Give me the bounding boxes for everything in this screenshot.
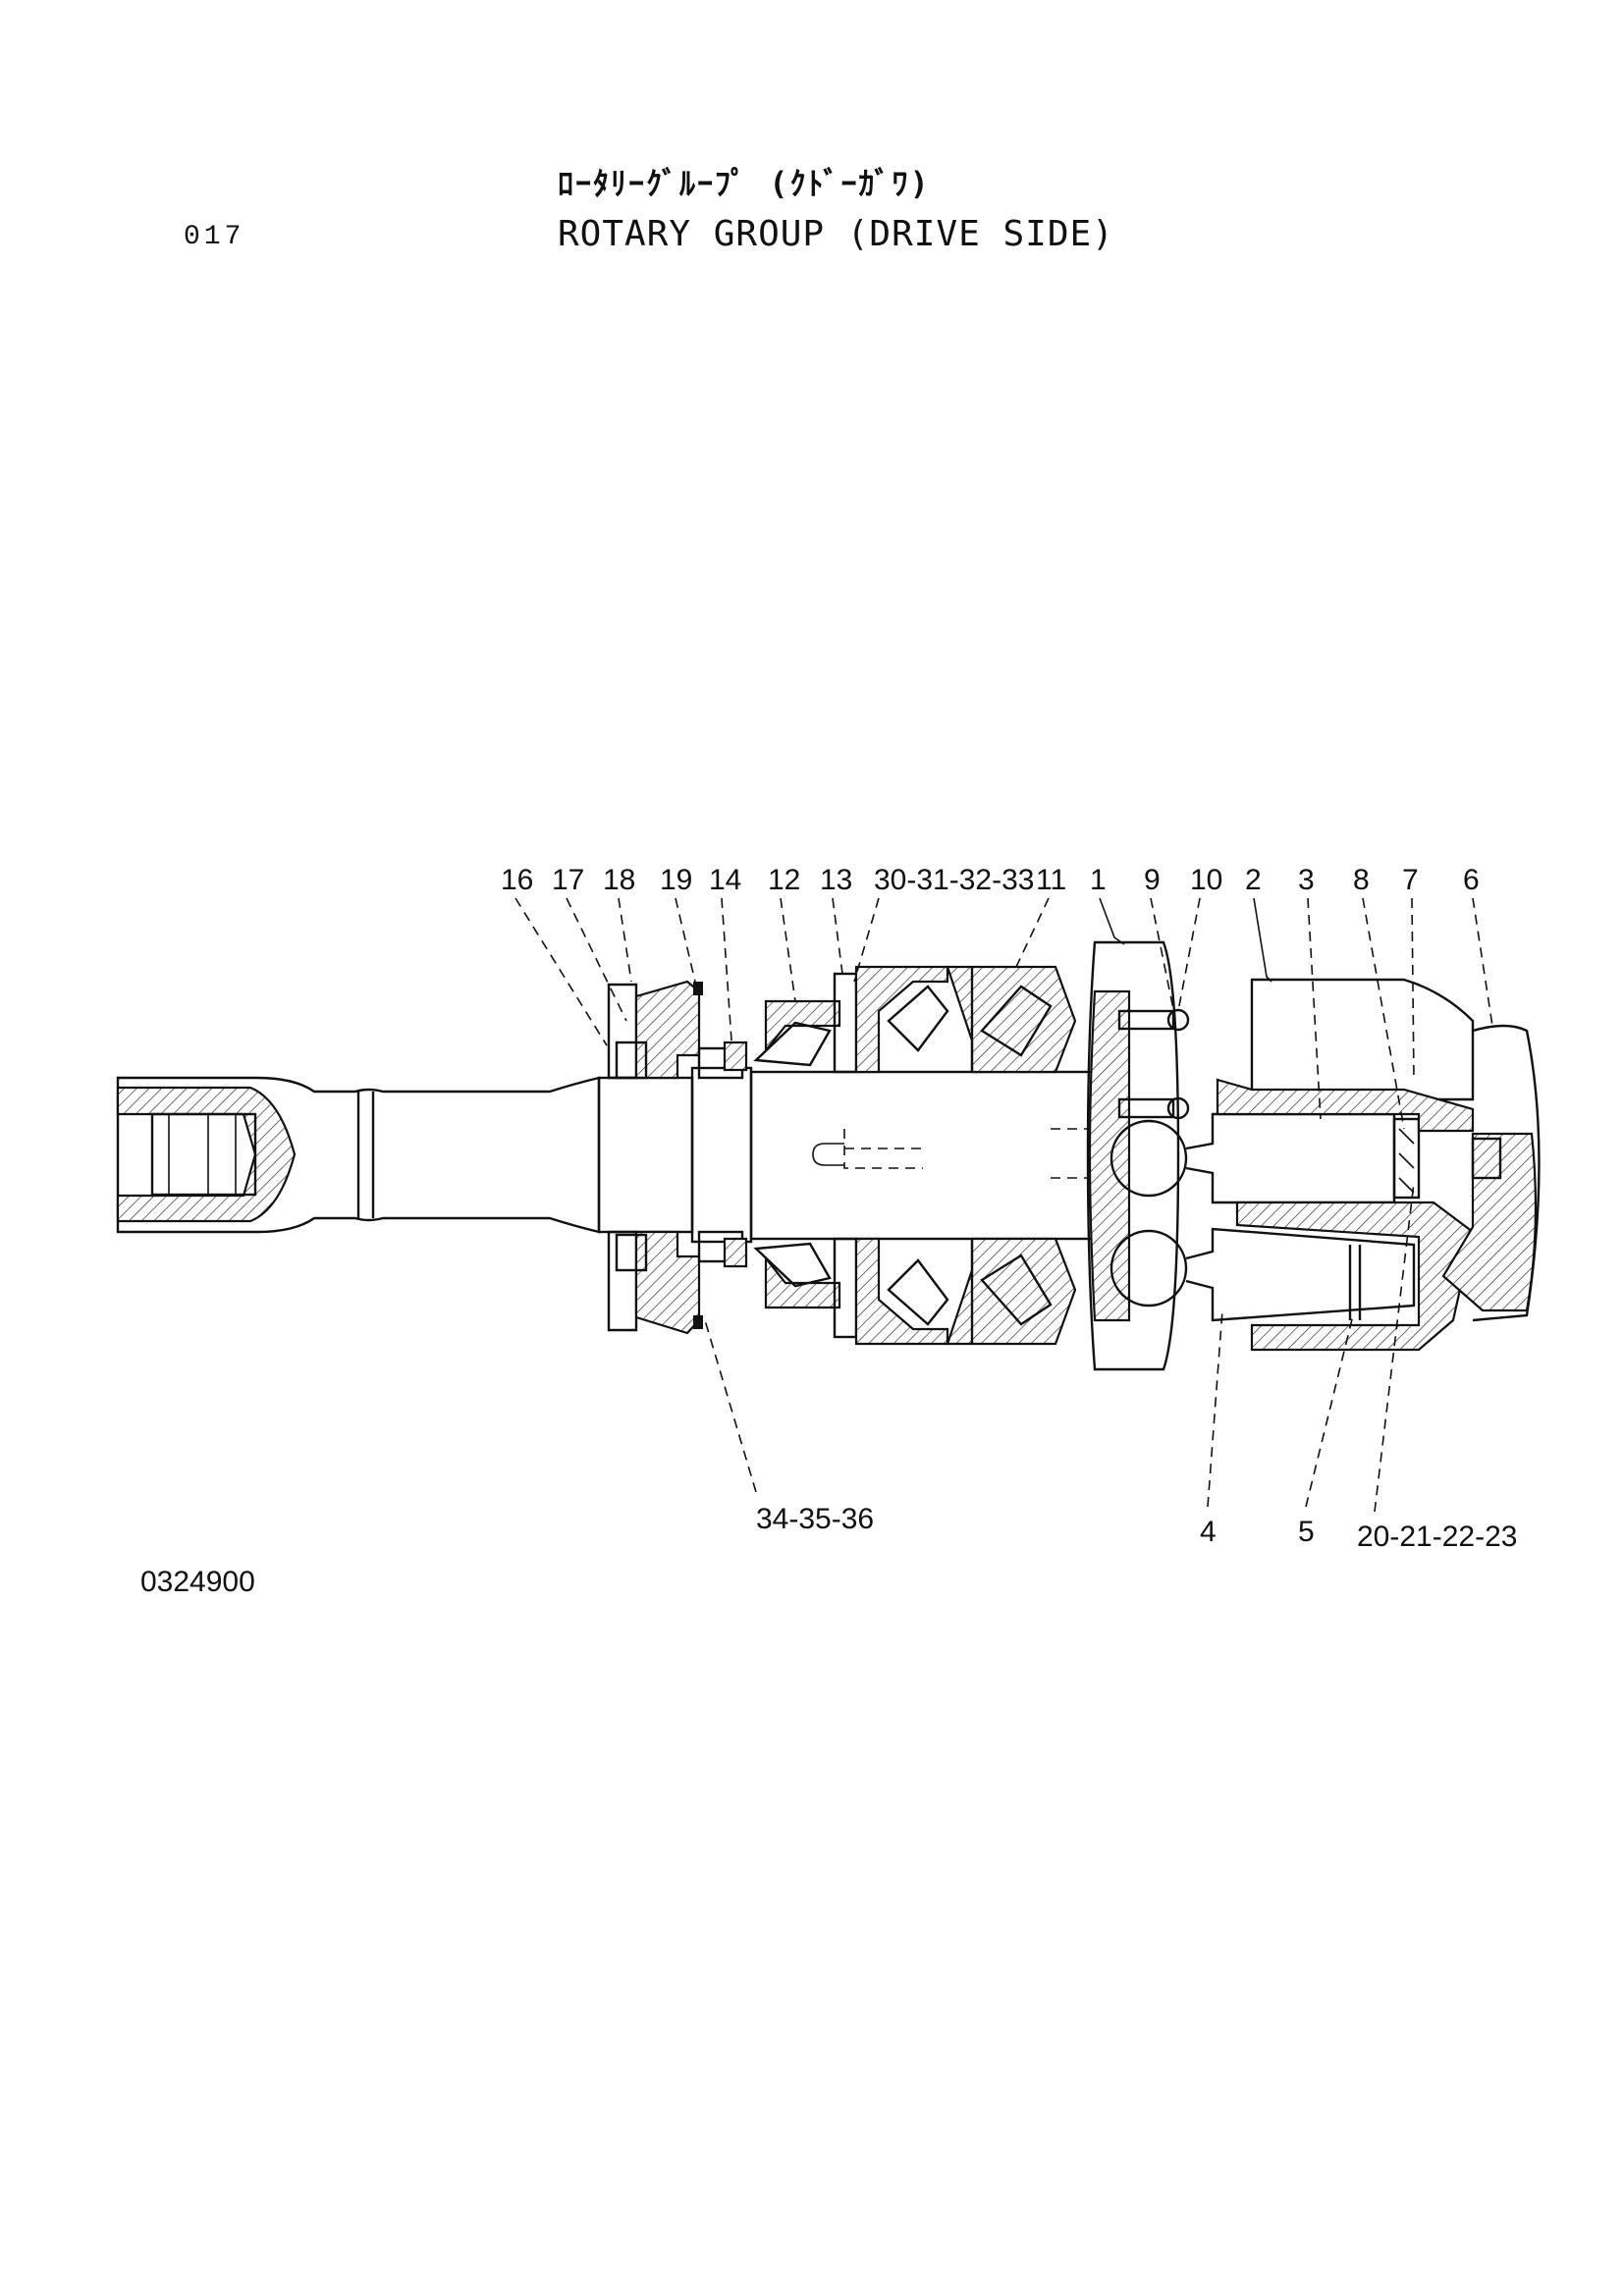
callout-5: 5	[1298, 1516, 1315, 1548]
callout-10: 10	[1190, 864, 1222, 896]
drawing-code: 0324900	[140, 1566, 255, 1598]
leader-lines-bottom	[704, 1182, 1415, 1513]
callout-4: 4	[1200, 1516, 1217, 1548]
title-english: ROTARY GROUP (DRIVE SIDE)	[558, 214, 1114, 254]
callout-8: 8	[1353, 864, 1370, 896]
callout-30-31-32-33: 30-31-32-33	[874, 864, 1034, 896]
callout-34-35-36: 34-35-36	[756, 1503, 874, 1535]
callout-7: 7	[1402, 864, 1419, 896]
title-japanese: ﾛｰﾀﾘｰｸﾞﾙｰﾌﾟ (ｸﾄﾞｰｶﾞﾜ)	[558, 165, 931, 202]
callout-13: 13	[820, 864, 852, 896]
leader-lines-top	[514, 897, 1493, 1130]
callouts-top: 16 17 18 19 14 12 13 30-31-32-33 11 1 9 …	[501, 864, 1480, 896]
piston-assembly	[1109, 1112, 1421, 1322]
cylinder-block	[1216, 978, 1541, 1352]
callout-14: 14	[709, 864, 741, 896]
callout-20-21-22-23: 20-21-22-23	[1357, 1521, 1517, 1553]
callout-11: 11	[1036, 864, 1066, 896]
callout-9: 9	[1144, 864, 1161, 896]
drive-shaft	[116, 1066, 1097, 1244]
callout-3: 3	[1298, 864, 1315, 896]
callouts-bottom: 34-35-36 4 5 20-21-22-23	[756, 1503, 1517, 1553]
callout-18: 18	[603, 864, 635, 896]
callout-2: 2	[1245, 864, 1262, 896]
callout-12: 12	[768, 864, 800, 896]
callout-6: 6	[1463, 864, 1480, 896]
callout-19: 19	[660, 864, 692, 896]
callout-1: 1	[1090, 864, 1107, 896]
callout-17: 17	[552, 864, 584, 896]
callout-16: 16	[501, 864, 533, 896]
drive-flange	[1086, 940, 1190, 1371]
seal-housing	[607, 980, 748, 1335]
page-number: 017	[184, 222, 245, 252]
bearing-assembly	[753, 965, 1077, 1346]
